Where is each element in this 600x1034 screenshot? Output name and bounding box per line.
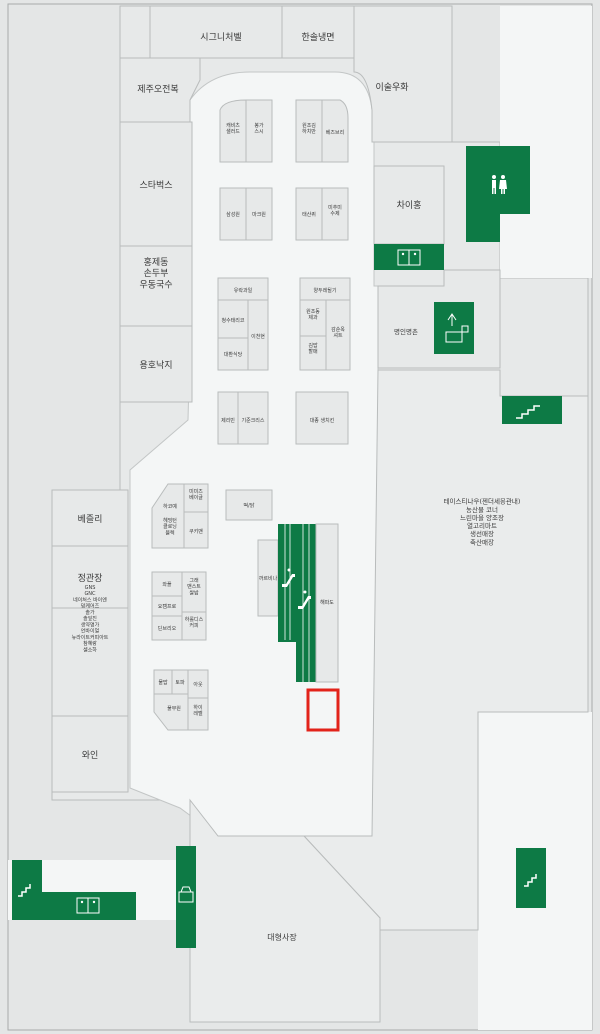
kiosk-k32: 풀무원 xyxy=(167,705,181,712)
store-starbucks[interactable] xyxy=(119,121,193,247)
kiosk-k24: 와플 xyxy=(162,581,172,588)
store-hansol-label: 한솔냉면 xyxy=(301,32,334,43)
kiosk-k7: 태산퀴 xyxy=(302,211,316,218)
kiosk-tteok: 떡/닭 xyxy=(244,502,255,509)
kiosk-k26: 요캠프로 xyxy=(158,603,177,610)
elevator-icon xyxy=(397,249,421,266)
store-myeongin-label: 명인명촌 xyxy=(394,327,418,336)
kiosk-k21: 하코예 xyxy=(163,503,177,510)
store-wine[interactable] xyxy=(51,715,129,793)
kiosk-k30: 토파 xyxy=(175,679,185,686)
kiosk-k28: 딘브리오 xyxy=(158,625,177,632)
stairs-bottom-left-icon xyxy=(18,884,31,897)
stairs-icon xyxy=(516,405,540,419)
store-hansol[interactable] xyxy=(281,5,355,59)
restroom-icon xyxy=(492,175,507,194)
kiosk-k23: 쿠키맨 xyxy=(189,528,203,535)
kiosk-k29: 물밥 xyxy=(158,679,168,686)
cargo-elevator-icon xyxy=(445,313,469,343)
kiosk-group-7: 제리빈 기준크리스 xyxy=(217,391,269,445)
store-isulwoohwa-label: 이술우화 xyxy=(375,82,408,93)
store-jeonggwanjang[interactable] xyxy=(51,545,129,609)
kiosk-k6: 마크원 xyxy=(252,211,266,218)
elevator-cargo[interactable] xyxy=(434,302,474,354)
kiosk-k34: 까르비나 xyxy=(259,575,278,582)
kiosk-k19: 대종 생치킨 xyxy=(310,417,335,424)
store-yongho[interactable] xyxy=(119,325,193,403)
store-signature[interactable] xyxy=(149,5,283,59)
store-isulwoohwa[interactable] xyxy=(353,5,453,143)
store-chaihong-label: 차이홍 xyxy=(397,199,422,211)
elevator-top[interactable] xyxy=(374,244,444,270)
store-wine-label: 와인 xyxy=(82,749,99,761)
area-event-label: 대형사장 xyxy=(267,932,297,942)
elevator-bottom-icon xyxy=(76,897,100,914)
store-hongje[interactable] xyxy=(119,245,193,327)
kiosk-k13: 양두레될기 xyxy=(313,287,336,294)
kiosk-k9: 유락과일 xyxy=(234,287,253,294)
elevator-bottom-left[interactable] xyxy=(42,892,136,920)
store-chaihong[interactable] xyxy=(373,165,445,245)
kiosk-k11: 이천현 xyxy=(251,333,265,340)
store-yongho-label: 용호낙지 xyxy=(139,360,172,371)
kiosk-k10: 청수태리코 xyxy=(221,317,244,324)
stairs-bottom-right-icon xyxy=(524,874,537,887)
kiosk-k17: 제리빈 xyxy=(221,417,235,424)
restroom[interactable] xyxy=(466,146,530,242)
store-jeju-label: 제주오전복 xyxy=(137,84,178,95)
store-bechelee-label: 베즐리 xyxy=(78,514,103,525)
store-health[interactable] xyxy=(51,607,129,717)
store-fish-label: 해파도 xyxy=(320,599,334,606)
kiosk-group-5: 유락과일 청수태리코 이천현 대환식당 xyxy=(217,277,269,371)
tteok-stand: 떡/닭 xyxy=(225,489,273,521)
escalator-icon xyxy=(282,568,311,609)
kiosk-group-8: 대종 생치킨 xyxy=(295,391,349,445)
kiosk-k5: 삼성원 xyxy=(226,211,240,218)
kiosk-group-12: 까르비나 xyxy=(257,539,279,617)
store-tesdinawoo[interactable] xyxy=(302,369,589,931)
stairs-right[interactable] xyxy=(502,396,562,424)
stairs-bottom-left[interactable] xyxy=(12,860,42,920)
map-frame xyxy=(7,3,593,1031)
store-jeonggwanjang-label: 정관장 xyxy=(78,573,103,584)
store-starbucks-label: 스타벅스 xyxy=(139,180,172,191)
cargo-lift-icon xyxy=(178,886,194,903)
stairs-bottom-right[interactable] xyxy=(516,848,546,908)
cargo-lift-bottom[interactable] xyxy=(176,846,196,948)
kiosk-k18: 기준크리스 xyxy=(241,417,264,424)
kiosk-k4: 베즈브리 xyxy=(326,129,344,136)
area-event[interactable] xyxy=(189,798,381,1023)
store-signature-label: 시그니처벨 xyxy=(200,31,241,43)
wing-right-top xyxy=(500,6,592,278)
highlight-box xyxy=(306,688,340,732)
kiosk-k12: 대환식당 xyxy=(224,351,243,358)
kiosk-k31: 아웃 xyxy=(193,681,203,688)
store-fish[interactable] xyxy=(315,523,339,683)
kiosk-group-3: 삼성원 마크원 xyxy=(219,187,273,241)
